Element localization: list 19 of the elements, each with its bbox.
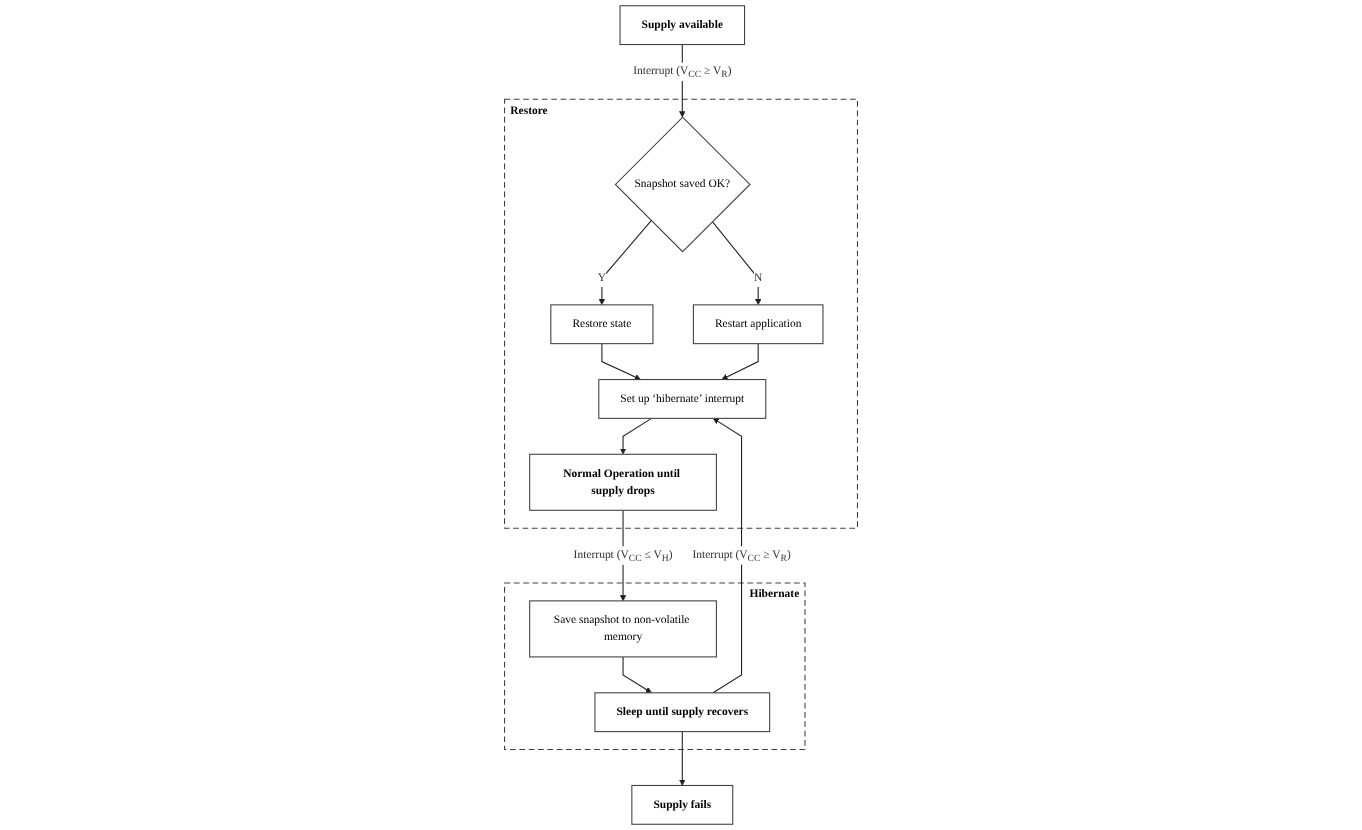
arrow [712, 418, 743, 694]
arrow [711, 221, 762, 306]
node-box [550, 304, 654, 345]
arrow [721, 343, 759, 380]
node-box [594, 692, 771, 733]
node-box [529, 453, 717, 511]
node-box [619, 5, 746, 46]
cluster [504, 582, 806, 751]
node-box [598, 379, 767, 419]
arrow [622, 656, 652, 694]
arrow [601, 343, 641, 381]
arrow [679, 731, 686, 786]
arrow [598, 220, 652, 306]
cluster [504, 98, 858, 529]
node-box [529, 600, 717, 658]
arrow [619, 417, 653, 455]
node-diamond [614, 116, 751, 253]
node-box [631, 784, 734, 825]
node-box [692, 304, 824, 345]
